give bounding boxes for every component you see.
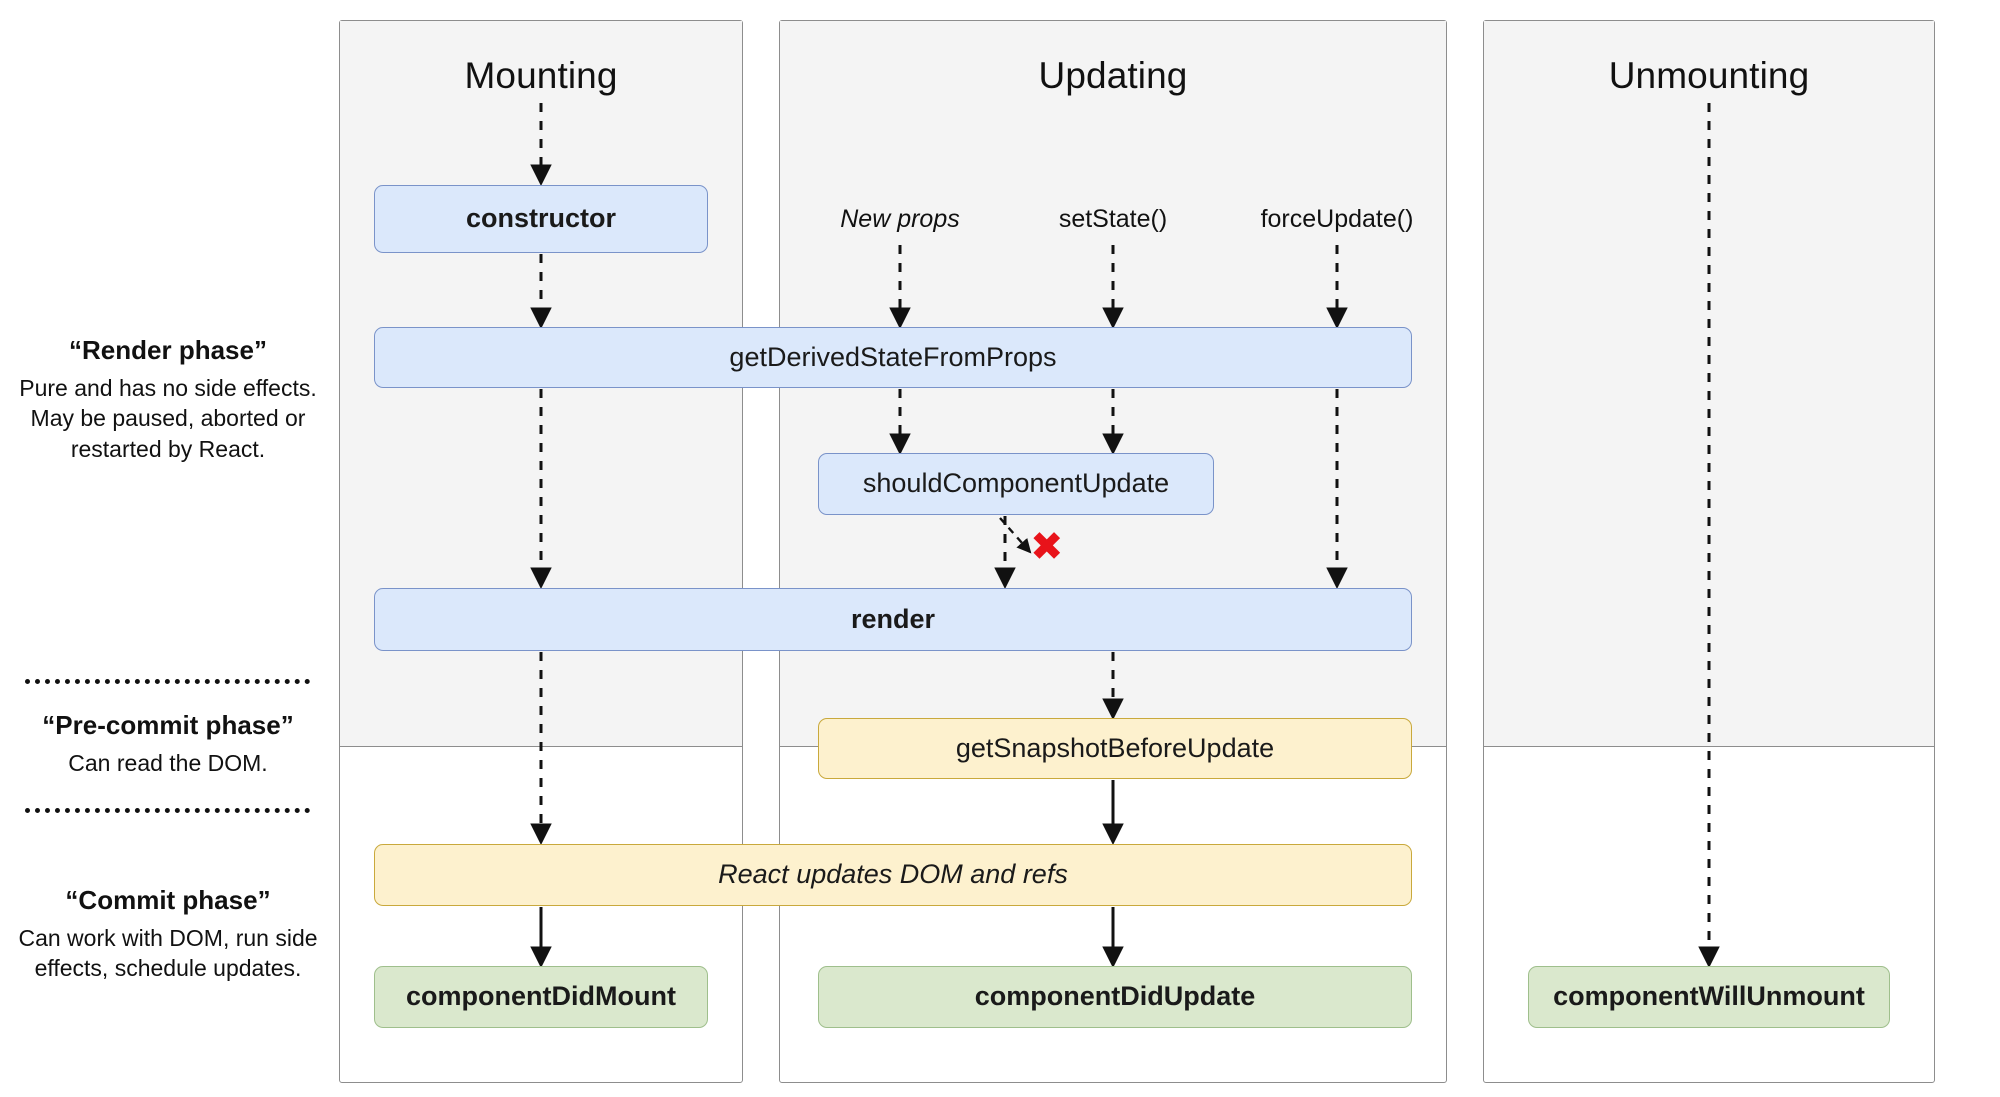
phase-legend-commit: “Commit phase” Can work with DOM, run si… <box>18 885 318 984</box>
node-should-component-update[interactable]: shouldComponentUpdate <box>818 453 1214 515</box>
trigger-label-set-state: setState() <box>1058 205 1168 233</box>
node-component-did-update[interactable]: componentDidUpdate <box>818 966 1412 1028</box>
phase-legend-render: “Render phase” Pure and has no side effe… <box>18 335 318 464</box>
column-mounting <box>339 20 743 1083</box>
phase-legend-render-title: “Render phase” <box>69 335 267 365</box>
phase-legend-precommit-description: Can read the DOM. <box>68 750 268 776</box>
phase-legend-commit-description: Can work with DOM, run side effects, sch… <box>18 925 318 982</box>
node-render[interactable]: render <box>374 588 1412 651</box>
node-component-did-mount[interactable]: componentDidMount <box>374 966 708 1028</box>
phase-legend-commit-title: “Commit phase” <box>65 885 271 915</box>
column-title-updating: Updating <box>1038 55 1188 96</box>
trigger-label-new-props: New props <box>840 205 960 233</box>
trigger-label-force-update: forceUpdate() <box>1260 205 1414 233</box>
bailout-x-icon: ✖ <box>1030 524 1064 570</box>
phase-legend-render-description: Pure and has no side effects. May be pau… <box>19 375 317 462</box>
node-get-derived-state-from-props[interactable]: getDerivedStateFromProps <box>374 327 1412 388</box>
phase-legend-precommit: “Pre-commit phase” Can read the DOM. <box>18 710 318 778</box>
column-title-unmounting: Unmounting <box>1608 55 1810 96</box>
node-react-updates-dom-and-refs[interactable]: React updates DOM and refs <box>374 844 1412 906</box>
phase-legend-precommit-title: “Pre-commit phase” <box>42 710 294 740</box>
node-get-snapshot-before-update[interactable]: getSnapshotBeforeUpdate <box>818 718 1412 779</box>
node-constructor[interactable]: constructor <box>374 185 708 253</box>
phase-divider-top <box>25 679 310 684</box>
phase-divider-bottom <box>25 808 310 813</box>
column-title-mounting: Mounting <box>464 55 618 96</box>
column-updating <box>779 20 1447 1083</box>
node-component-will-unmount[interactable]: componentWillUnmount <box>1528 966 1890 1028</box>
column-unmounting <box>1483 20 1935 1083</box>
